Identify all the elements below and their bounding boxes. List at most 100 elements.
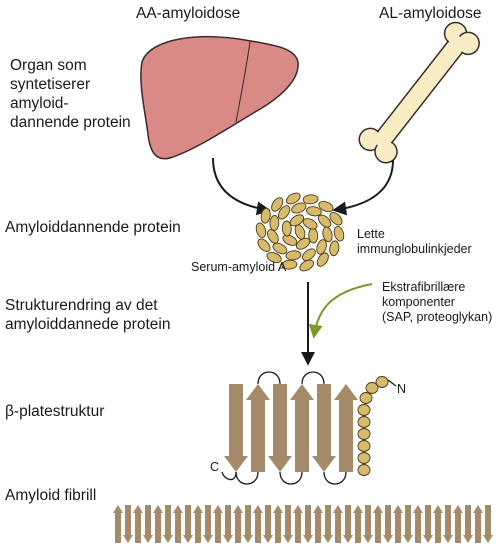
- chain-bead: [375, 376, 389, 388]
- fibril-strand: [193, 505, 203, 543]
- beta-strand: [334, 384, 358, 472]
- fibril-strand: [253, 505, 263, 543]
- structure-change-label: Strukturendring av det amyloiddannede pr…: [5, 296, 170, 334]
- protein-bead: [333, 225, 345, 242]
- organ-label-line: amyloid-: [10, 95, 69, 112]
- fibril-strand: [443, 505, 453, 543]
- structure-change-line: Strukturendring av det: [5, 297, 158, 314]
- chain-bead: [357, 440, 371, 452]
- fibril-strand: [473, 505, 483, 543]
- protein-bead: [295, 237, 311, 250]
- fibril-strand: [433, 505, 443, 543]
- amyloid-fibril-label: Amyloid fibrill: [5, 487, 97, 504]
- protein-bead: [257, 238, 271, 252]
- fibril-strand: [283, 505, 293, 543]
- protein-bead: [316, 239, 327, 255]
- fibril-strand: [263, 505, 273, 543]
- chain-bead: [357, 464, 371, 476]
- light-chain-line: immunglobulinkjeder: [357, 242, 472, 256]
- protein-bead: [282, 234, 298, 246]
- green-arrow: [308, 283, 373, 339]
- extracellular-line: komponenter: [382, 295, 455, 309]
- protein-bead: [301, 248, 316, 262]
- protein-bead: [306, 206, 322, 217]
- fibril-strand: [153, 505, 163, 543]
- fibril-strand: [183, 505, 193, 543]
- header-al: AL-amyloidose: [379, 5, 482, 22]
- protein-bead: [299, 259, 315, 272]
- fibril-strand: [233, 505, 243, 543]
- fibril-strand: [133, 505, 143, 543]
- hairpin-loop: [301, 371, 325, 385]
- extracellular-label: Ekstrafibrillære komponenter (SAP, prote…: [382, 280, 492, 325]
- protein-bead: [329, 240, 340, 257]
- fibril-strand: [483, 505, 493, 543]
- amyloid-protein-label: Amyloiddannende protein: [5, 219, 181, 236]
- amyloid-fibril: [113, 505, 493, 543]
- fibril-strand: [123, 505, 133, 543]
- protein-bead: [302, 218, 318, 230]
- chain-bead: [365, 382, 379, 394]
- arrow-from-bone: [332, 159, 394, 216]
- protein-cluster: [255, 192, 345, 272]
- organ-label-line: dannende protein: [10, 114, 131, 131]
- chain-bead: [357, 428, 371, 440]
- fibril-strand: [413, 505, 423, 543]
- protein-bead: [289, 214, 305, 227]
- organ-label-line: syntetiserer: [10, 76, 91, 93]
- fibril-strand: [303, 505, 313, 543]
- chain-bead: [359, 392, 373, 404]
- beta-strand: [312, 384, 336, 472]
- c-terminal-tail: [221, 471, 237, 481]
- light-chain-line: Lette: [357, 227, 385, 241]
- fibril-strand: [173, 505, 183, 543]
- beta-strand: [268, 384, 292, 472]
- fibril-strand: [243, 505, 253, 543]
- protein-bead: [272, 242, 288, 255]
- hairpin-loop: [323, 471, 347, 485]
- protein-bead: [329, 212, 343, 226]
- fibril-strand: [333, 505, 343, 543]
- n-terminal-tail: [387, 379, 397, 387]
- fibril-strand: [113, 505, 123, 543]
- chain-bead: [357, 404, 371, 416]
- protein-bead: [291, 202, 307, 214]
- protein-bead: [281, 220, 292, 237]
- arrow-from-liver: [212, 157, 271, 216]
- protein-bead: [285, 250, 302, 261]
- fibril-strand: [363, 505, 373, 543]
- fibril-strand: [203, 505, 213, 543]
- protein-bead: [266, 252, 282, 263]
- liver-illustration: [140, 35, 299, 160]
- fibril-strand: [163, 505, 173, 543]
- extracellular-line: (SAP, proteoglykan): [382, 310, 493, 324]
- fibril-strand: [293, 505, 303, 543]
- fibril-strand: [403, 505, 413, 543]
- fibril-strand: [383, 505, 393, 543]
- protein-bead: [271, 197, 284, 212]
- fibril-strand: [213, 505, 223, 543]
- protein-bead: [316, 252, 329, 267]
- protein-bead: [255, 222, 267, 239]
- protein-bead: [260, 207, 271, 224]
- fibril-strand: [273, 505, 283, 543]
- hairpin-loop: [235, 471, 259, 485]
- fibril-strand: [393, 505, 403, 543]
- organ-label-line: Organ som: [10, 57, 87, 74]
- fibril-strand: [143, 505, 153, 543]
- protein-bead: [269, 215, 280, 231]
- beta-sheet-label: β-platestruktur: [5, 403, 105, 420]
- n-terminal-label: N: [397, 382, 407, 396]
- fibril-strand: [453, 505, 463, 543]
- extracellular-line: Ekstrafibrillære: [382, 280, 466, 294]
- protein-bead: [317, 214, 332, 228]
- organ-label: Organ som syntetiserer amyloid- dannende…: [10, 56, 131, 132]
- light-chain-label: Lette immunglobulinkjeder: [357, 227, 472, 257]
- protein-bead: [277, 205, 291, 220]
- header-aa: AA-amyloidose: [136, 5, 241, 22]
- protein-bead: [318, 201, 334, 212]
- hairpin-loop: [257, 371, 281, 385]
- structure-change-line: amyloiddannede protein: [5, 316, 171, 333]
- beta-sheet: [221, 371, 397, 485]
